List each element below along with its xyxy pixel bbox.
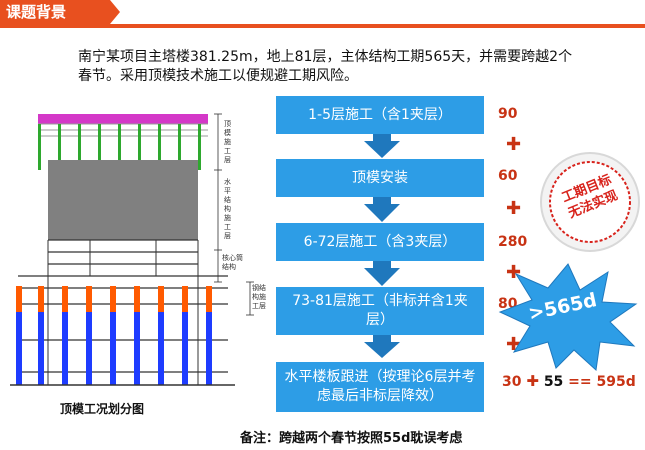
- truss-lattice: [38, 123, 208, 137]
- duration-step-1: 90: [498, 106, 518, 122]
- formwork-columns: [38, 124, 201, 170]
- arrow-1-shaft: [373, 133, 391, 143]
- core-wall: [48, 160, 198, 240]
- plus-sign-1: ✚: [506, 134, 522, 155]
- arrow-3-head: [364, 268, 400, 286]
- intro-paragraph: 南宁某项目主塔楼381.25m，地上81层，主体结构工期565天，并需要跨越2个…: [78, 48, 638, 86]
- arrow-1-head: [364, 141, 400, 158]
- label-formwork-layer: 顶模施工层: [224, 120, 231, 164]
- label-core-structure: 核心筒结构: [222, 254, 243, 271]
- eq-equals: ==: [568, 374, 592, 390]
- top-formwork-truss: [38, 114, 208, 124]
- arrow-2-shaft: [373, 196, 391, 206]
- eq-delay: 55: [543, 374, 564, 390]
- floor-slabs: [18, 239, 228, 373]
- arrow-2-head: [364, 204, 400, 222]
- label-steel-layer: 钢结构施工层: [252, 284, 266, 310]
- duration-step-5: 30: [502, 374, 522, 390]
- burst-star: [498, 263, 638, 372]
- plus-sign-3: ✚: [506, 262, 522, 283]
- flow-step-3: 6-72层施工（含3夹层）: [276, 223, 484, 261]
- core-columns: [47, 240, 199, 385]
- flow-arrows: [364, 133, 400, 358]
- flow-step-5: 水平楼板跟进（按理论6层并考虑最后非标层降效）: [276, 362, 484, 412]
- footnote: 备注：跨越两个春节按照55d耽误考虑: [240, 431, 463, 446]
- intro-line-2: 春节。采用顶模技术施工以便规避工期风险。: [78, 68, 358, 84]
- intro-line-1: 南宁某项目主塔楼381.25m，地上81层，主体结构工期565天，并需要跨越2个: [78, 49, 573, 65]
- plus-sign-2: ✚: [506, 198, 522, 219]
- dimension-lines: [214, 113, 254, 316]
- section-header-rule: [0, 24, 645, 28]
- eq-plus: ✚: [526, 372, 539, 390]
- formwork-diagram: [10, 113, 254, 386]
- flow-step-1: 1-5层施工（含1夹层）: [276, 96, 484, 134]
- stamp-badge: [540, 152, 640, 252]
- arrow-4-head: [364, 342, 400, 358]
- arrow-4-shaft: [373, 334, 391, 344]
- flow-step-4: 73-81层施工（非标并含1夹层）: [276, 287, 484, 335]
- label-horizontal-layer: 水平结构施工层: [224, 178, 231, 240]
- arrow-3-shaft: [373, 260, 391, 270]
- sum-equation: 30 ✚ 55 == 595d: [502, 372, 636, 390]
- eq-result: 595d: [596, 374, 636, 390]
- diagram-caption: 顶模工况划分图: [60, 402, 145, 416]
- flow-step-2: 顶模安装: [276, 159, 484, 197]
- section-title: 课题背景: [6, 3, 67, 21]
- section-header-arrow: [110, 0, 120, 24]
- duration-step-2: 60: [498, 168, 518, 184]
- section-header-bar: [0, 0, 110, 24]
- duration-step-3: 280: [498, 234, 528, 250]
- steel-columns: [16, 286, 212, 385]
